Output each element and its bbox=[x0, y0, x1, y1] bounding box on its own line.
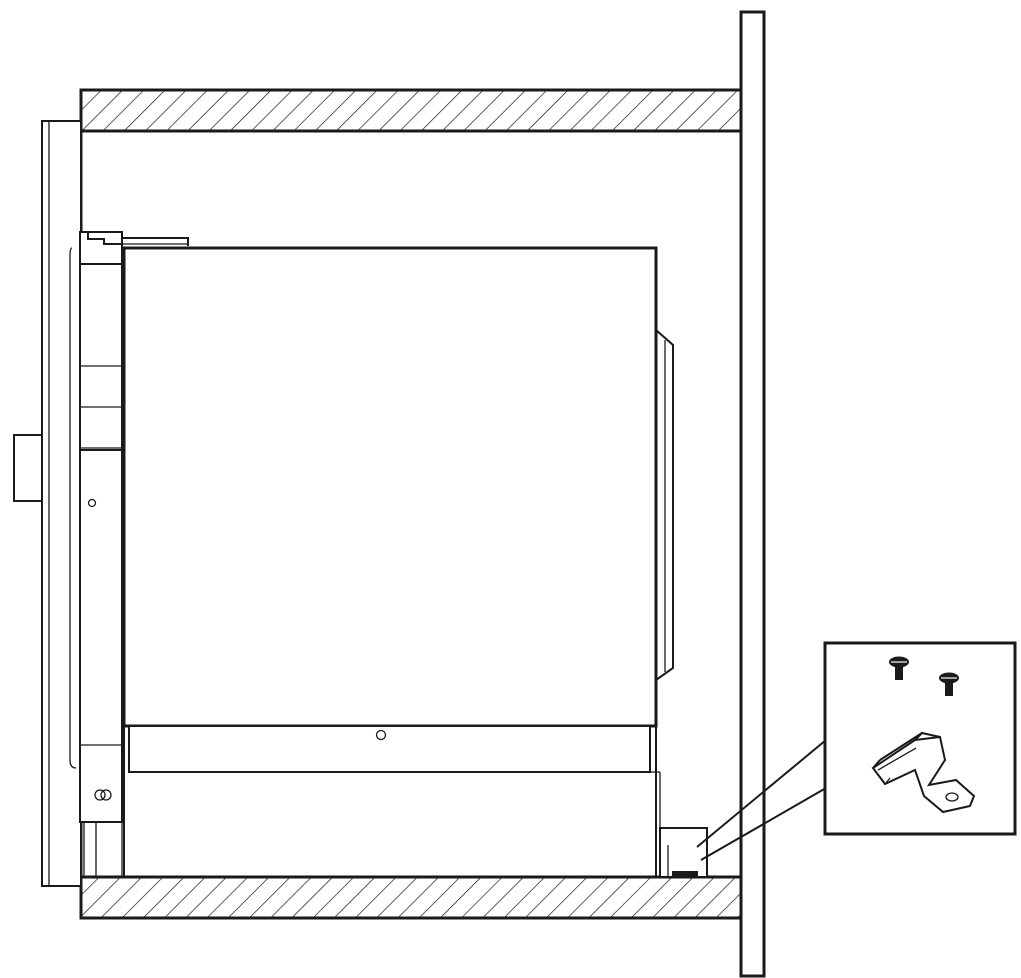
wall bbox=[739, 10, 766, 978]
cabinet-bottom-panel bbox=[79, 875, 743, 920]
cabinet-top-panel bbox=[79, 88, 743, 133]
installed-bracket bbox=[659, 827, 708, 878]
appliance-body bbox=[122, 246, 674, 728]
appliance-base bbox=[123, 725, 661, 877]
bracket-icon bbox=[871, 731, 976, 814]
appliance-door bbox=[13, 120, 82, 887]
screw-icon bbox=[939, 672, 959, 696]
screw-icon bbox=[889, 656, 909, 680]
appliance-front-frame bbox=[69, 231, 189, 878]
callout-leader bbox=[696, 739, 827, 861]
callout-box bbox=[823, 641, 1017, 836]
